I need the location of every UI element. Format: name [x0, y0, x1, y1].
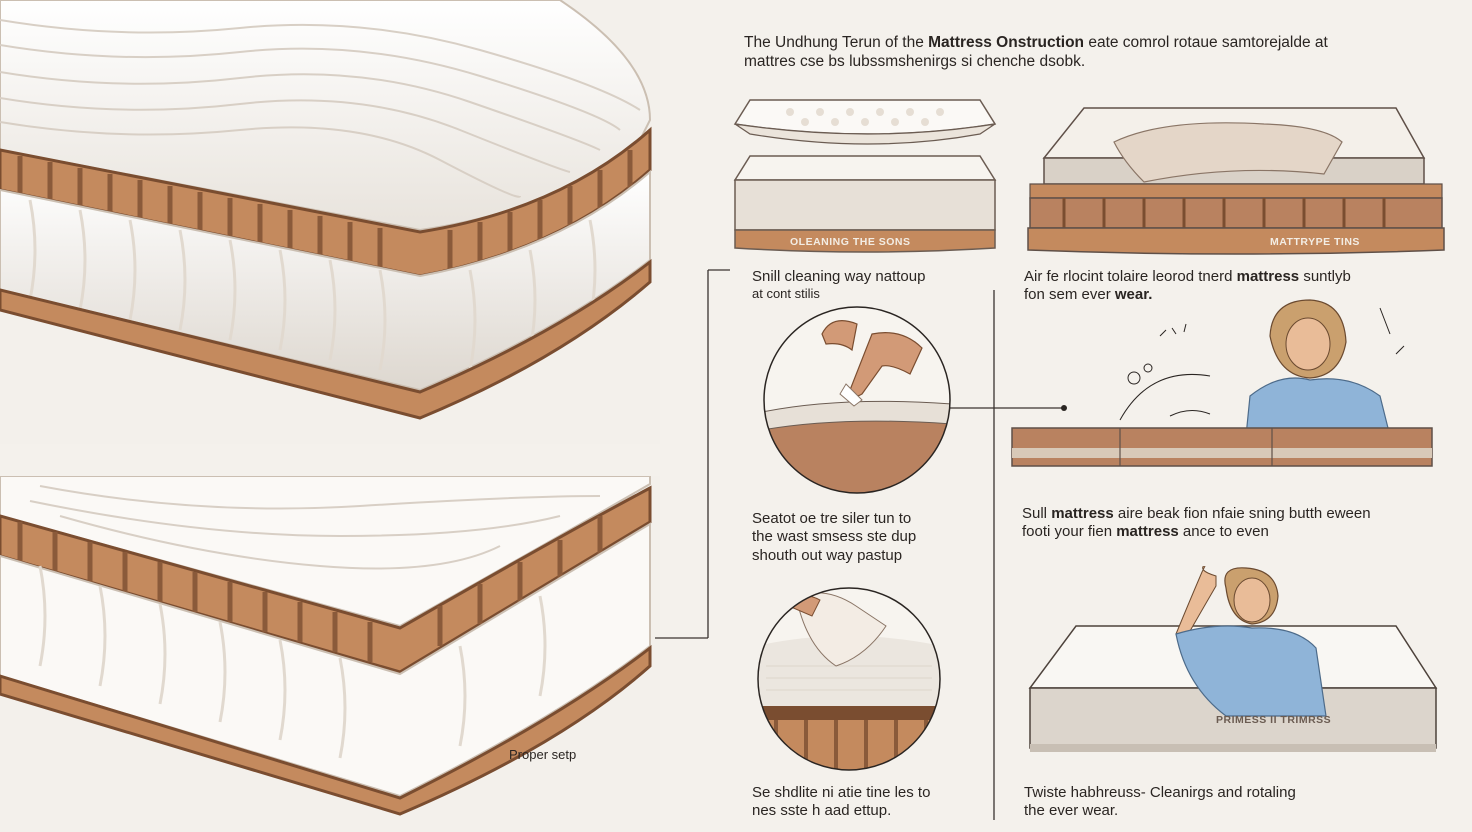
caption-twiste: Twiste habhreuss- Cleanirgs and rotaling…	[1024, 784, 1296, 821]
caption-shdlite-line-2: nes sste h aad ettup.	[752, 802, 892, 820]
corner-circle	[756, 586, 942, 772]
mattress-with-sheet: MATTRYPE TINS	[1024, 102, 1448, 262]
page-title: The Undhung Terun of the Mattress Onstru…	[744, 34, 1444, 72]
caption-shdlite-line-1: Se shdlite ni atie tine les to	[752, 784, 931, 801]
caption-sull-bold: mattress	[1051, 505, 1114, 522]
caption-sull-suffix: aire beak fion nfaie sning butth eween	[1113, 505, 1371, 522]
caption-cleaning-line-2: at cont stilis	[752, 286, 820, 302]
title-text: The Undhung Terun of the	[744, 34, 929, 51]
sheet-band-label: MATTRYPE TINS	[1270, 236, 1360, 248]
title-line-2: mattres cse bs lubssmshenirgs si chenche…	[744, 52, 1086, 70]
lifting-figure: PRIMESS II TRIMRSS	[1026, 562, 1440, 762]
caption-seat-line-1: Seatot oe tre siler tun to	[752, 510, 912, 527]
caption-air-suffix: suntlyb	[1299, 268, 1351, 285]
proper-setup-label: Proper setp	[509, 747, 577, 762]
caption-shdlite: Se shdlite ni atie tine les to nes sste …	[752, 784, 930, 821]
title-bold-text: Mattress Onstruction	[928, 34, 1085, 51]
caption-sull-line-2: footi your fien	[1022, 523, 1117, 541]
topper-band-label: OLEANING THE SONS	[790, 236, 911, 248]
caption-air-bold: mattress	[1236, 268, 1300, 285]
caption-cleaning-line-1: Snill cleaning way nattoup	[752, 268, 926, 285]
caption-seat-line-2: the wast smsess ste dup	[752, 528, 917, 546]
caption-air-text: Air fe rlocint tolaire leorod tnerd	[1024, 268, 1237, 285]
caption-air-line-2: fon sem ever	[1024, 286, 1115, 304]
mattress-hero-bottom	[0, 476, 660, 832]
title-text-suffix: eate comrol rotaue samtorejalde at	[1084, 34, 1328, 51]
caption-seat-line-3: shouth out way pastup	[752, 546, 903, 564]
caption-twiste-line-1: Twiste habhreuss- Cleanirgs and rotaling	[1024, 784, 1296, 801]
caption-sull: Sull mattress aire beak fion nfaie sning…	[1022, 505, 1462, 542]
foot-mattress-label: PRIMESS II TRIMRSS	[1216, 714, 1332, 726]
caption-air-line-2-bold: wear.	[1114, 286, 1153, 304]
rotating-figure	[1010, 296, 1434, 476]
caption-sull-line-2-bold: mattress	[1116, 523, 1179, 541]
caption-seat: Seatot oe tre siler tun to the wast smse…	[752, 510, 916, 565]
caption-cleaning: Snill cleaning way nattoup at cont stili…	[752, 268, 925, 302]
mattress-hero-top	[0, 0, 660, 444]
mattress-topper: OLEANING THE SONS	[730, 90, 1000, 260]
caption-air: Air fe rlocint tolaire leorod tnerd matt…	[1024, 268, 1454, 305]
cleaning-circle	[762, 304, 952, 496]
caption-sull-text: Sull	[1022, 505, 1052, 522]
caption-twiste-line-2: the ever wear.	[1024, 802, 1119, 820]
caption-sull-line-2-suffix: ance to even	[1178, 523, 1269, 541]
